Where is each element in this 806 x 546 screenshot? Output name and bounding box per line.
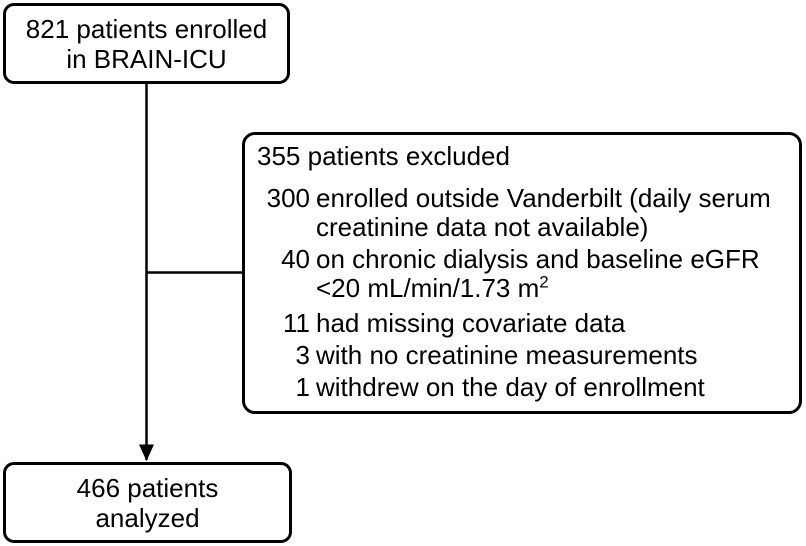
analyzed-box-line1: 466 patients (76, 472, 219, 503)
excluded-item: 300 enrolled outside Vanderbilt (daily s… (257, 184, 789, 242)
excluded-box: 355 patients excluded 300 enrolled outsi… (242, 132, 802, 414)
excluded-item: 11 had missing covariate data (257, 309, 789, 338)
excluded-item-count: 3 (295, 340, 310, 370)
excluded-item-line2: <20 mL/min/1.73 m2 (316, 272, 760, 303)
excluded-item-count: 1 (295, 372, 310, 402)
enrolled-box-line1: 821 patients enrolled (25, 13, 268, 44)
superscript-2: 2 (539, 272, 549, 292)
excluded-item-text: enrolled outside Vanderbilt (daily serum… (316, 184, 771, 242)
excluded-item-line1: enrolled outside Vanderbilt (daily serum (316, 183, 771, 213)
excluded-item-text: on chronic dialysis and baseline eGFR <2… (316, 245, 760, 303)
excluded-item-count: 40 (281, 244, 310, 274)
excluded-item-text: had missing covariate data (316, 308, 626, 338)
excluded-item-line2: creatinine data not available) (316, 212, 649, 242)
excluded-item: 40 on chronic dialysis and baseline eGFR… (257, 245, 789, 303)
analyzed-box: 466 patients analyzed (3, 462, 292, 543)
enrolled-box-line2: in BRAIN-ICU (66, 43, 227, 74)
excluded-header: 355 patients excluded (257, 141, 510, 171)
excluded-item-line1: on chronic dialysis and baseline eGFR (316, 244, 760, 274)
enrolled-box: 821 patients enrolled in BRAIN-ICU (3, 3, 290, 84)
analyzed-box-line2: analyzed (95, 502, 200, 533)
excluded-item: 3 with no creatinine measurements (257, 341, 789, 370)
excluded-item: 1 withdrew on the day of enrollment (257, 373, 789, 402)
excluded-item-count: 11 (283, 308, 310, 338)
excluded-item-text: with no creatinine measurements (316, 340, 698, 370)
excluded-item-count: 300 (266, 183, 310, 213)
excluded-item-text: withdrew on the day of enrollment (316, 372, 705, 402)
egfr-unit-text: <20 mL/min/1.73 m (316, 273, 540, 303)
down-arrowhead-icon (139, 444, 154, 461)
